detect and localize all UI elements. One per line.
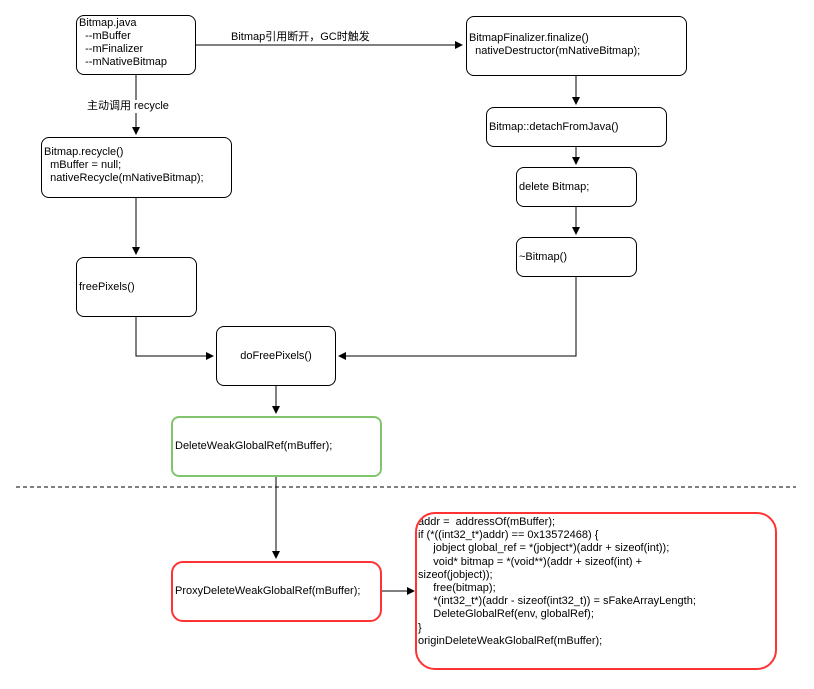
node-bitmap-finalizer: BitmapFinalizer.finalize() nativeDestruc…	[466, 16, 687, 76]
edge-destructor-dofreepixels	[338, 277, 577, 360]
edge-label-gc-trigger: Bitmap引用断开，GC时触发	[231, 31, 370, 44]
node-do-free-pixels: doFreePixels()	[216, 326, 336, 386]
node-proxy-delete-weak-global-ref: ProxyDeleteWeakGlobalRef(mBuffer);	[171, 561, 382, 622]
node-delete-weak-global-ref: DeleteWeakGlobalRef(mBuffer);	[171, 416, 382, 477]
edge-freepixels-dofreepixels	[135, 317, 214, 360]
node-bitmap-destructor: ~Bitmap()	[516, 237, 637, 277]
node-bitmap-recycle: Bitmap.recycle() mBuffer = null; nativeR…	[41, 137, 232, 198]
node-free-pixels: freePixels()	[76, 257, 197, 317]
node-detach-from-java: Bitmap::detachFromJava()	[486, 107, 667, 147]
node-bitmap-java: Bitmap.java --mBuffer --mFinalizer --mNa…	[76, 15, 196, 75]
node-delete-bitmap: delete Bitmap;	[516, 167, 637, 207]
edge-label-active-recycle: 主动调用 recycle	[87, 100, 169, 113]
node-proxy-code: addr = addressOf(mBuffer); if (*((int32_…	[415, 512, 777, 670]
